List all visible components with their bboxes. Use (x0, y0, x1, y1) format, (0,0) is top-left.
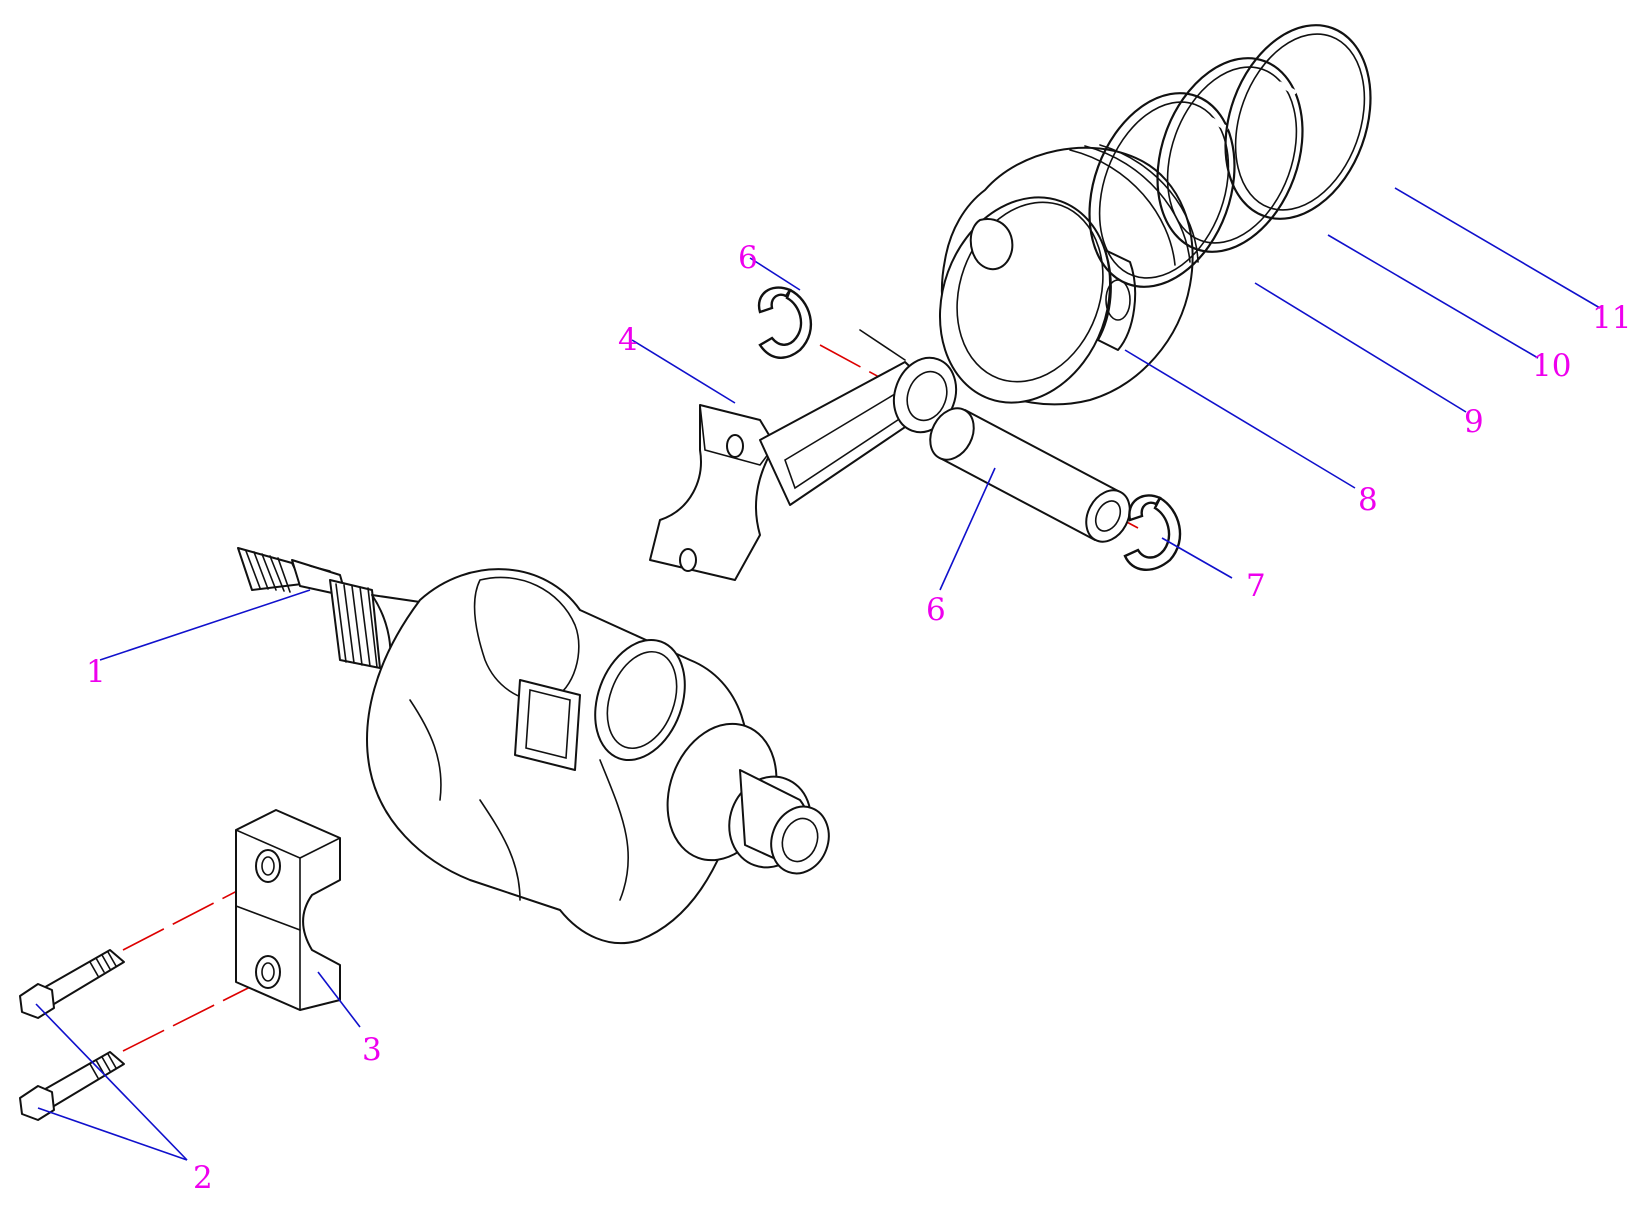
callout-7: 7 (1246, 568, 1266, 604)
bearing-cap (235, 809, 341, 1011)
callout-6-lower: 6 (926, 592, 946, 628)
leader-6b (939, 467, 996, 591)
piston-ring-11 (1224, 24, 1372, 220)
leader-2b (37, 1107, 188, 1161)
leader-4 (631, 339, 736, 404)
callout-11: 11 (1592, 300, 1631, 336)
leader-10 (1327, 234, 1539, 359)
callout-1: 1 (86, 654, 106, 690)
leader-7 (1161, 537, 1233, 579)
bolt-upper (19, 949, 125, 1019)
callout-6-upper: 6 (738, 240, 758, 276)
leader-6a (749, 257, 801, 291)
callout-4: 4 (618, 322, 638, 358)
leader-3 (317, 971, 361, 1028)
leader-11 (1394, 187, 1601, 309)
leader-2a (35, 1003, 188, 1161)
leader-1 (99, 589, 311, 661)
piston (938, 144, 1199, 406)
callout-2: 2 (193, 1160, 213, 1196)
callout-labels: 1 2 3 4 6 6 7 8 9 10 11 (86, 240, 1631, 1196)
crankshaft (237, 547, 830, 945)
callout-10: 10 (1532, 348, 1571, 384)
circlip-lower (1123, 494, 1182, 571)
callout-9: 9 (1464, 404, 1484, 440)
leader-9 (1254, 282, 1467, 413)
piston-ring-10 (1156, 57, 1304, 253)
leader-lines (35, 187, 1601, 1161)
circlip-upper (757, 286, 813, 359)
center-line-bolt-lower (122, 977, 269, 1052)
bolt-lower (19, 1051, 125, 1121)
callout-8: 8 (1358, 482, 1378, 518)
leader-8 (1124, 349, 1356, 489)
callout-3: 3 (362, 1032, 382, 1068)
piston-pin (929, 407, 1131, 543)
connecting-rod (649, 329, 958, 581)
